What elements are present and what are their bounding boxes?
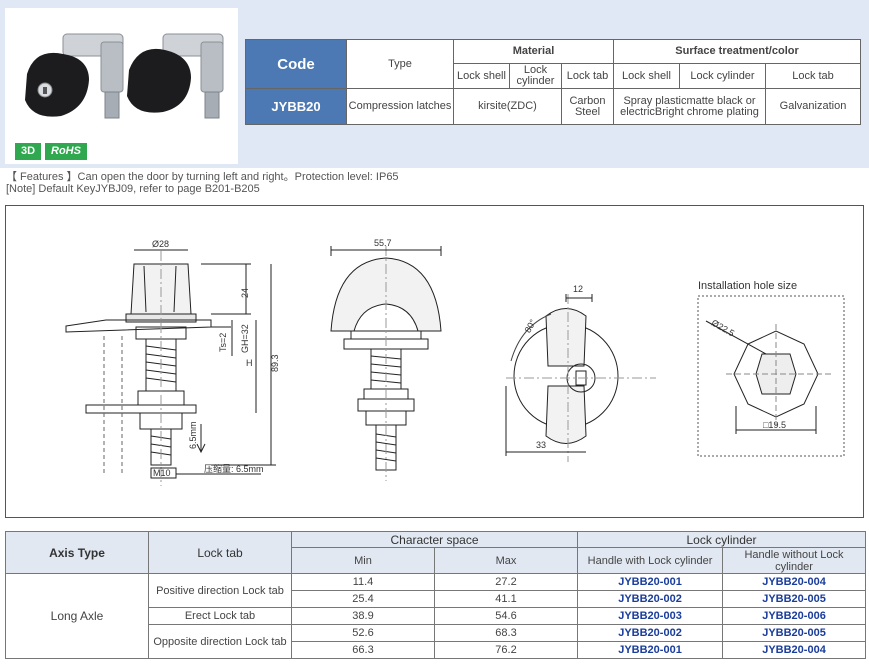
group-positive-label: Positive direction Lock tab bbox=[148, 573, 292, 608]
front-view bbox=[330, 246, 442, 481]
row-without-model: JYBB20-004 bbox=[722, 641, 867, 659]
row-max: 41.1 bbox=[433, 590, 579, 608]
row-max: 27.2 bbox=[433, 573, 579, 591]
rohs-badge: RoHS bbox=[45, 143, 87, 160]
dim-80: 80° bbox=[523, 317, 539, 334]
sub-lock-tab: Lock tab bbox=[561, 63, 614, 89]
character-space-header: Character space bbox=[290, 531, 579, 548]
latch-product-image bbox=[25, 33, 224, 119]
drawing-canvas: Ø28 24 Ts=2 GH=32 H 89.3 6.5mm M10 压缩量: … bbox=[65, 238, 845, 486]
latch-with-cylinder-picture bbox=[25, 33, 124, 119]
without-cylinder-header: Handle without Lock cylinder bbox=[722, 547, 867, 574]
compression-note: 压缩量: 6.5mm bbox=[204, 463, 264, 474]
group-erect-label: Erect Lock tab bbox=[148, 607, 292, 625]
sub-surf-lock-cylinder: Lock cylinder bbox=[679, 63, 766, 89]
type-value: Compression latches bbox=[346, 88, 454, 125]
3d-badge: 3D bbox=[15, 143, 41, 160]
dim-ts: Ts=2 bbox=[218, 333, 228, 352]
dim-gh: GH=32 bbox=[240, 324, 250, 353]
row-min: 38.9 bbox=[291, 607, 435, 625]
technical-drawing: Ø28 24 Ts=2 GH=32 H 89.3 6.5mm M10 压缩量: … bbox=[5, 205, 864, 518]
row-without-model: JYBB20-005 bbox=[722, 624, 867, 642]
row-min: 11.4 bbox=[291, 573, 435, 591]
type-header: Type bbox=[346, 39, 454, 89]
surface-shell-cylinder-value: Spray plasticmatte black or electricBrig… bbox=[613, 88, 766, 125]
install-hole-title: Installation hole size bbox=[698, 280, 797, 292]
dim-h: H bbox=[246, 358, 253, 368]
row-without-model: JYBB20-004 bbox=[722, 573, 867, 591]
lock-variant-table: Axis Type Lock tab Character space Lock … bbox=[5, 531, 867, 659]
spec-table: Code Type Material Surface treatment/col… bbox=[245, 39, 862, 125]
row-with-model: JYBB20-001 bbox=[577, 573, 724, 591]
top-view bbox=[505, 294, 656, 462]
side-view bbox=[65, 249, 276, 486]
lock-cylinder-header: Lock cylinder bbox=[577, 531, 867, 548]
table-row: Erect Lock tab 38.9 54.6 JYBB20-003 JYBB… bbox=[6, 607, 867, 625]
sub-lock-cylinder: Lock cylinder bbox=[509, 63, 562, 89]
product-header-band: 3D RoHS Code Type Material Surface treat… bbox=[0, 0, 869, 168]
material-shell-cylinder-value: kirsite(ZDC) bbox=[453, 88, 562, 125]
installation-hole-view bbox=[697, 295, 845, 457]
material-tab-value: Carbon Steel bbox=[561, 88, 614, 125]
dim-55-7: 55.7 bbox=[374, 238, 392, 248]
dim-6-5mm: 6.5mm bbox=[188, 421, 198, 449]
row-max: 54.6 bbox=[433, 607, 579, 625]
dim-d22-5: Ø22.5 bbox=[710, 318, 736, 339]
dim-24: 24 bbox=[240, 288, 250, 298]
dim-33: 33 bbox=[536, 440, 546, 450]
sub-lock-shell: Lock shell bbox=[453, 63, 510, 89]
axle-label: Long Axle bbox=[5, 573, 149, 659]
row-with-model: JYBB20-001 bbox=[577, 641, 724, 659]
dim-19-5: □19.5 bbox=[763, 420, 786, 430]
dim-89: 89.3 bbox=[270, 354, 280, 372]
row-with-model: JYBB20-002 bbox=[577, 590, 724, 608]
row-max: 68.3 bbox=[433, 624, 579, 642]
row-min: 25.4 bbox=[291, 590, 435, 608]
row-min: 66.3 bbox=[291, 641, 435, 659]
sub-surf-lock-tab: Lock tab bbox=[764, 63, 862, 89]
row-without-model: JYBB20-006 bbox=[722, 607, 867, 625]
dim-12: 12 bbox=[573, 284, 583, 294]
code-value: JYBB20 bbox=[245, 88, 347, 125]
min-header: Min bbox=[291, 547, 435, 574]
row-without-model: JYBB20-005 bbox=[722, 590, 867, 608]
lock-tab-header: Lock tab bbox=[148, 531, 292, 574]
surface-tab-value: Galvanization bbox=[764, 88, 862, 125]
product-photo: 3D RoHS bbox=[5, 8, 238, 164]
surface-header: Surface treatment/color bbox=[612, 39, 862, 64]
row-with-model: JYBB20-003 bbox=[577, 607, 724, 625]
table-row: Opposite direction Lock tab 52.6 68.3 JY… bbox=[6, 624, 867, 659]
axis-type-header: Axis Type bbox=[5, 531, 149, 574]
table-row: 66.3 76.2 JYBB20-001 JYBB20-004 bbox=[6, 641, 867, 659]
material-header: Material bbox=[453, 39, 614, 64]
code-header: Code bbox=[245, 39, 347, 89]
row-max: 76.2 bbox=[433, 641, 579, 659]
table-row: Long Axle Positive direction Lock tab 11… bbox=[5, 573, 867, 659]
table-row: 25.4 41.1 JYBB20-002 JYBB20-005 bbox=[6, 590, 867, 608]
sub-surf-lock-shell: Lock shell bbox=[613, 63, 680, 89]
dim-d28: Ø28 bbox=[152, 239, 169, 249]
row-min: 52.6 bbox=[291, 624, 435, 642]
dim-m10: M10 bbox=[153, 468, 171, 478]
row-with-model: JYBB20-002 bbox=[577, 624, 724, 642]
latch-without-cylinder-picture bbox=[127, 33, 224, 119]
with-cylinder-header: Handle with Lock cylinder bbox=[577, 547, 724, 574]
group-opposite-label: Opposite direction Lock tab bbox=[148, 624, 292, 659]
features-text: 【 Features 】Can open the door by turning… bbox=[6, 171, 399, 183]
max-header: Max bbox=[433, 547, 579, 574]
note-text: [Note] Default KeyJYBJ09, refer to page … bbox=[6, 183, 260, 195]
